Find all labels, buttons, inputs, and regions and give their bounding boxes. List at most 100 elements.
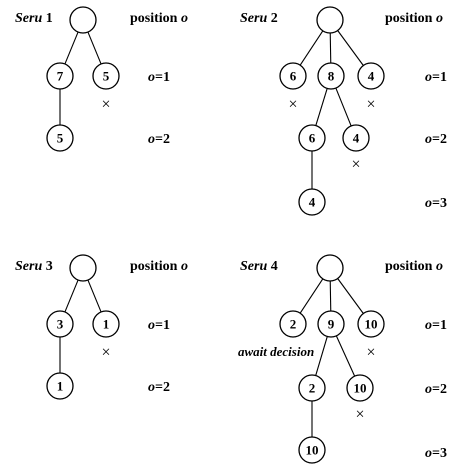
level-label: o=3 [425,446,447,461]
node-label: 5 [57,131,64,146]
level-label: o=3 [425,196,447,211]
node-circle [342,124,370,152]
node-label: 3 [57,317,64,332]
tree-edge [329,32,332,64]
tree-edge [335,335,356,377]
panel-title: Seru 1 [15,11,53,26]
node-circle [69,254,97,282]
tree-node: 1 [46,372,74,400]
await-decision-label: await decision [238,344,314,359]
level-label: o=2 [148,380,170,395]
node-label: 5 [103,69,110,84]
node-circle [298,374,326,402]
node-circle [298,188,326,216]
pruned-cross-icon: × [101,344,110,361]
root-node [316,6,344,34]
tree-node: 2 [298,374,326,402]
node-circle [357,310,385,338]
node-circle [46,372,74,400]
node-circle [316,254,344,282]
node-label: 10 [365,317,378,332]
position-header: position o [130,259,188,274]
tree-edge [87,279,102,313]
tree-edge [64,31,79,65]
node-circle [92,310,120,338]
node-label: 2 [290,317,297,332]
position-header: position o [385,259,443,274]
tree-node: 3 [46,310,74,338]
node-label: 1 [103,317,110,332]
node-circle [317,310,345,338]
tree-edge [337,30,364,66]
tree-node: 2 [279,310,307,338]
tree-node: 5 [92,62,120,90]
tree-edge [315,336,328,376]
level-label: o=1 [425,318,447,333]
panel-title: Seru 3 [15,259,53,274]
node-label: 10 [306,443,319,458]
level-label: o=1 [148,318,170,333]
tree-node: 9 [317,310,345,338]
tree-edge [315,88,328,126]
node-label: 7 [57,69,64,84]
node-label: 6 [309,131,316,146]
node-circle [92,62,120,90]
root-node [316,254,344,282]
tree-edge [87,31,102,65]
level-label: o=2 [148,132,170,147]
root-node [69,254,97,282]
node-label: 4 [353,131,360,146]
node-label: 4 [309,195,316,210]
node-label: 2 [309,381,316,396]
node-circle [298,436,326,464]
node-circle [279,310,307,338]
pruned-cross-icon: × [101,96,110,113]
node-circle [46,124,74,152]
node-circle [316,6,344,34]
level-label: o=1 [148,70,170,85]
node-circle [46,310,74,338]
tree-node: 10 [357,310,385,338]
tree-node: 4 [342,124,370,152]
tree-node: 6 [298,124,326,152]
node-circle [298,124,326,152]
pruned-cross-icon: × [288,96,297,113]
node-label: 9 [328,317,335,332]
pruned-cross-icon: × [366,96,375,113]
node-circle [279,62,307,90]
node-label: 8 [328,69,335,84]
node-circle [346,374,374,402]
pruned-cross-icon: × [355,406,364,423]
tree-edge [299,30,324,66]
tree-edge [335,87,352,127]
tree-node: 4 [298,188,326,216]
pruned-cross-icon: × [351,156,360,173]
tree-node: 7 [46,62,74,90]
node-label: 10 [354,381,367,396]
tree-node: 10 [346,374,374,402]
node-circle [317,62,345,90]
tree-node: 6 [279,62,307,90]
tree-node: 8 [317,62,345,90]
level-label: o=2 [425,382,447,397]
tree-node: 10 [298,436,326,464]
level-label: o=2 [425,132,447,147]
tree-node: 5 [46,124,74,152]
node-label: 6 [290,69,297,84]
tree-edge [337,278,364,314]
tree-node: 4 [357,62,385,90]
tree-edge [329,280,332,312]
position-header: position o [385,11,443,26]
panel-title: Seru 4 [240,259,278,274]
tree-node: 1 [92,310,120,338]
node-circle [357,62,385,90]
panel-title: Seru 2 [240,11,278,26]
position-header: position o [130,11,188,26]
level-label: o=1 [425,70,447,85]
pruned-cross-icon: × [366,344,375,361]
root-node [69,6,97,34]
node-circle [46,62,74,90]
tree-edge [64,279,79,313]
node-label: 4 [368,69,375,84]
